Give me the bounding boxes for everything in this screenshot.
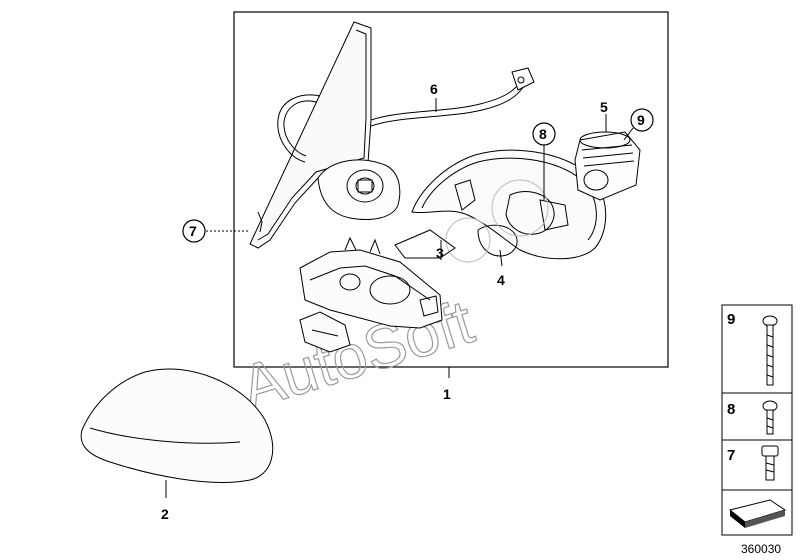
- callout-1: 1: [443, 386, 451, 402]
- wire-harness-part: [277, 67, 535, 163]
- direction-arrow-icon: [728, 499, 787, 528]
- callout-9: 9: [637, 112, 645, 128]
- callout-9-circle: [630, 108, 654, 132]
- callout-3: 3: [436, 245, 444, 261]
- callout-8: 8: [539, 126, 547, 142]
- legend-number-9: 9: [727, 311, 735, 328]
- callout-4: 4: [497, 272, 505, 288]
- mirror-base-part: [317, 159, 401, 220]
- short-screw-icon: [762, 400, 778, 435]
- callout-8-circle: [532, 122, 556, 146]
- mirror-motor-part: [574, 131, 641, 201]
- mirror-housing-part: [411, 149, 607, 263]
- hex-screw-icon: [761, 445, 779, 481]
- assembly-frame: [233, 11, 669, 368]
- callout-5: 5: [600, 99, 608, 115]
- diagram-code: 360030: [741, 542, 781, 556]
- legend-number-7: 7: [727, 447, 735, 464]
- callout-7-circle: [182, 219, 206, 243]
- fastener-legend-panel: 9 8 7: [721, 304, 793, 536]
- mirror-cover-part: [80, 368, 274, 483]
- callout-2: 2: [161, 506, 169, 522]
- callout-6: 6: [430, 81, 438, 97]
- adjuster-bracket-part: [299, 229, 456, 353]
- legend-number-8: 8: [727, 401, 735, 418]
- callout-7: 7: [189, 223, 197, 239]
- long-screw-icon: [762, 315, 778, 386]
- leader-lines: [165, 98, 634, 498]
